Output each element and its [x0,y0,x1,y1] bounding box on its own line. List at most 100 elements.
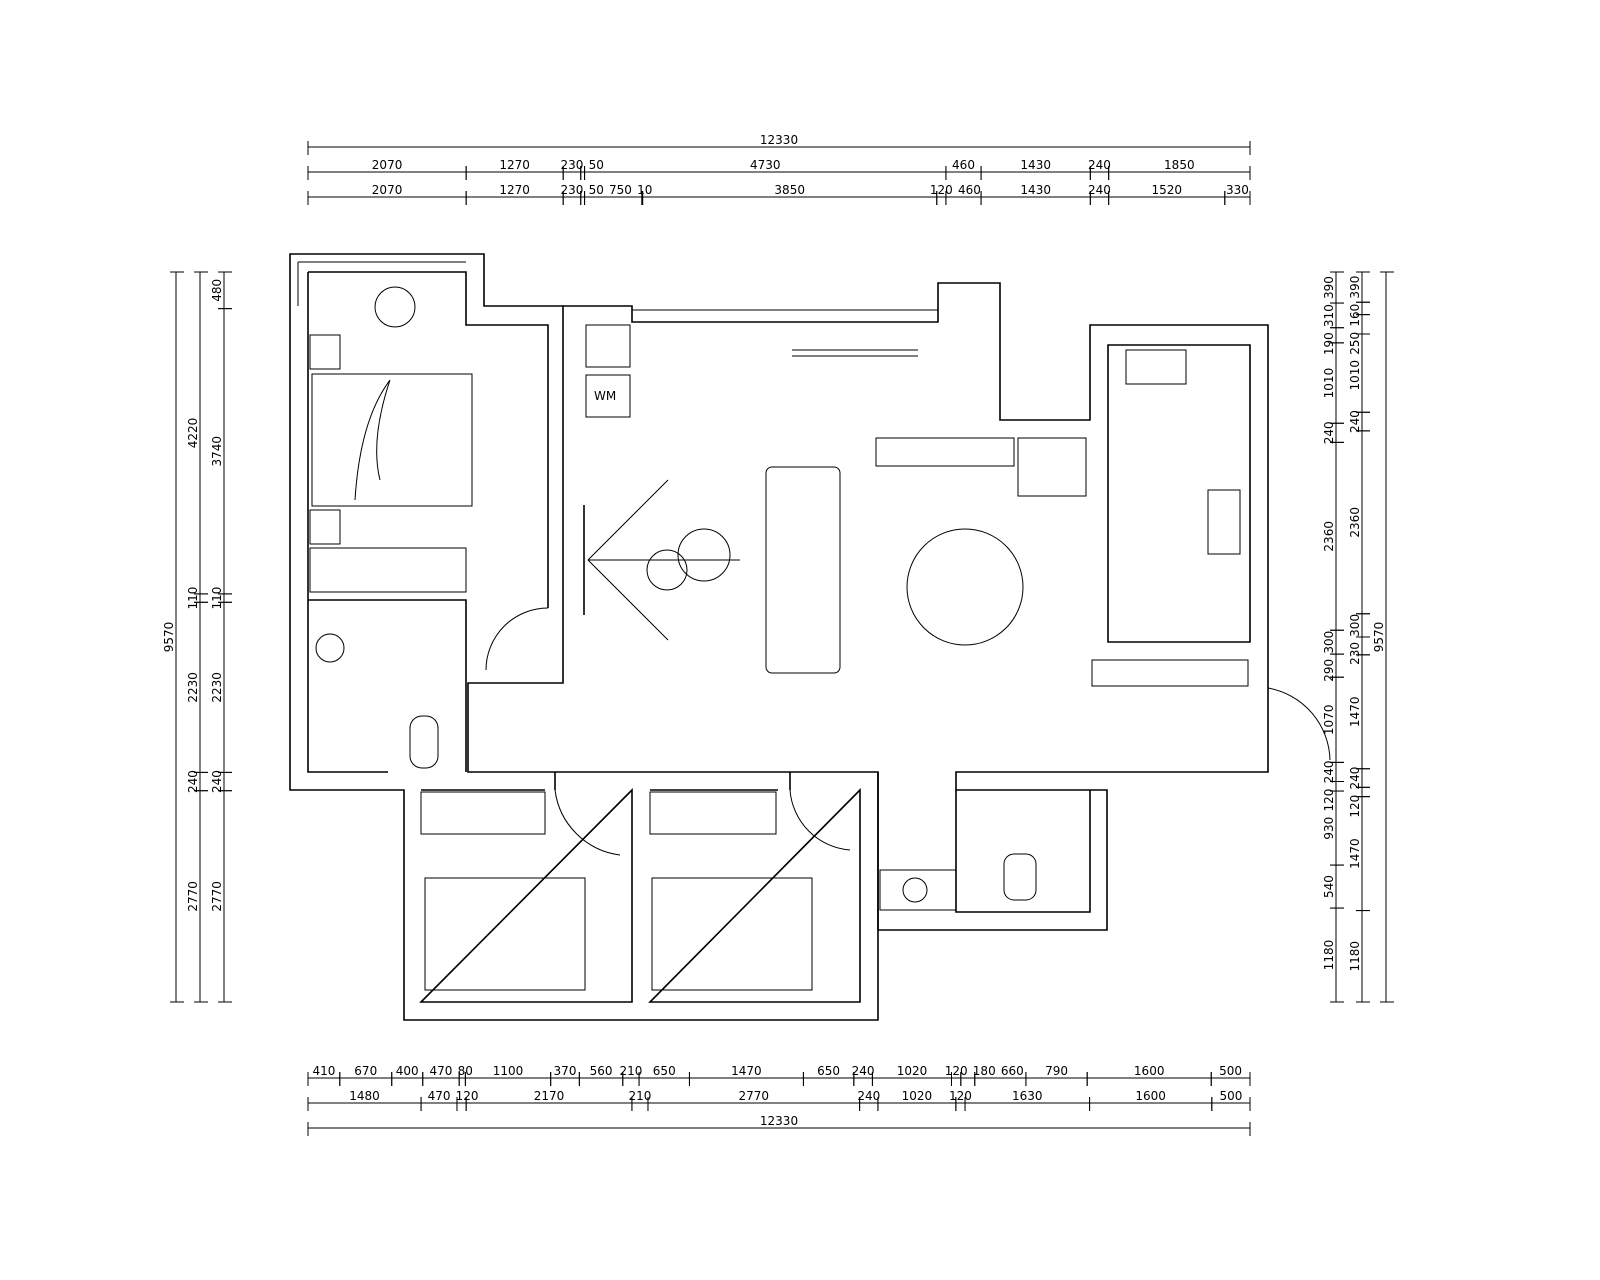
dimension-label: 2070 [372,183,403,197]
dimension-label: 500 [1219,1089,1242,1103]
dimension-label: 500 [1219,1064,1242,1078]
dimension-label: 2230 [186,672,200,703]
dimension-label: 230 [561,158,584,172]
dimension-label: 1630 [1012,1089,1043,1103]
dimension-label: 180 [973,1064,996,1078]
bedroom3-wall [648,772,861,1003]
dimension-label: 160 [1348,304,1362,327]
dimension-label: 310 [1322,304,1336,327]
dimension-label: 460 [958,183,981,197]
bathroom1-wall [308,599,467,772]
dimension-label: 1480 [349,1089,380,1103]
walls [289,253,1269,1021]
dimension-label: 230 [1348,642,1362,665]
dimension-label: 120 [1348,795,1362,818]
wardrobe-2 [420,791,546,835]
sink [585,324,631,368]
dimension-label: 2770 [210,881,224,912]
dimension-label: 120 [945,1064,968,1078]
kitchen-sink [1125,349,1187,385]
dimension-label: 1430 [1020,183,1051,197]
kitchen-wall [1107,344,1251,643]
balcony-rail [297,261,938,311]
dimension-label: 240 [857,1089,880,1103]
dimension-label: 12330 [760,1114,798,1128]
wardrobe [309,547,467,593]
dimension-label: 4220 [186,418,200,449]
dimension-label: 540 [1322,875,1336,898]
dimension-label: 1600 [1134,1064,1165,1078]
dimension-label: 110 [186,587,200,610]
dimension-label: 460 [952,158,975,172]
dimension-label: 240 [1348,767,1362,790]
dimension-label: 120 [456,1089,479,1103]
dimension-label: 2770 [739,1089,770,1103]
dimension-label: 9570 [1372,622,1386,653]
dimension-label: 240 [1322,421,1336,444]
clothes-rack [792,349,918,357]
dimension-label: 120 [949,1089,972,1103]
dimension-label: 3850 [774,183,805,197]
dimension-label: 1020 [902,1089,933,1103]
tv-projection [587,479,740,641]
dimension-label: 480 [210,279,224,302]
dimension-label: 1270 [499,183,530,197]
dimension-label: 390 [1322,276,1336,299]
dimension-label: 300 [1348,614,1362,637]
wash-basin-2 [902,877,928,903]
dimension-label: 1470 [1348,697,1362,728]
dimension-label: 12330 [760,133,798,147]
dimension-label: 2230 [210,672,224,703]
vanity [879,869,957,911]
dimension-label: 3740 [210,436,224,467]
dimension-label: 2170 [534,1089,565,1103]
dimension-label: 560 [590,1064,613,1078]
dimension-label: 10 [637,183,652,197]
bedroom1-inner-wall [307,271,549,773]
dimension-label: 240 [1088,158,1111,172]
exterior-wall-main [563,282,1269,931]
bathroom2-wall [955,790,1091,913]
wash-basin [315,633,345,663]
bedroom2-wall [419,772,633,1003]
dimension-label: 1470 [1348,838,1362,869]
dimension-label: 470 [428,1089,451,1103]
furniture: WM [309,286,1331,991]
fridge [1017,437,1087,497]
dimension-label: 9570 [162,622,176,653]
dimension-label: 240 [1348,410,1362,433]
dimension-label: 330 [1226,183,1249,197]
dimension-label: 1600 [1135,1089,1166,1103]
dimension-label: 400 [396,1064,419,1078]
dimension-label: 50 [589,158,604,172]
wardrobe-3 [649,791,777,835]
bed-3 [651,877,813,991]
dimension-label: 1020 [897,1064,928,1078]
dimension-label: 930 [1322,817,1336,840]
exterior-wall [289,253,879,1021]
dimension-label: 470 [430,1064,453,1078]
dimension-label: 650 [817,1064,840,1078]
dimension-label: 1430 [1020,158,1051,172]
dimension-label: 50 [589,183,604,197]
dimension-label: 2070 [372,158,403,172]
dimension-label: 390 [1348,276,1362,299]
dimension-label: 300 [1322,631,1336,654]
door-swings [485,607,1331,856]
toilet-2 [1003,853,1037,901]
washing-machine [585,374,631,418]
sideboard [875,437,1015,467]
nightstand [309,334,341,370]
dimension-label: 240 [1088,183,1111,197]
sofa [765,466,841,674]
dimension-label: 1850 [1164,158,1195,172]
bed-cover [354,379,391,501]
dimension-label: 1010 [1348,360,1362,391]
dimension-label: 1520 [1151,183,1182,197]
bed-2 [424,877,586,991]
dimension-label: 230 [561,183,584,197]
dimension-label: 240 [852,1064,875,1078]
dimension-label: 670 [354,1064,377,1078]
